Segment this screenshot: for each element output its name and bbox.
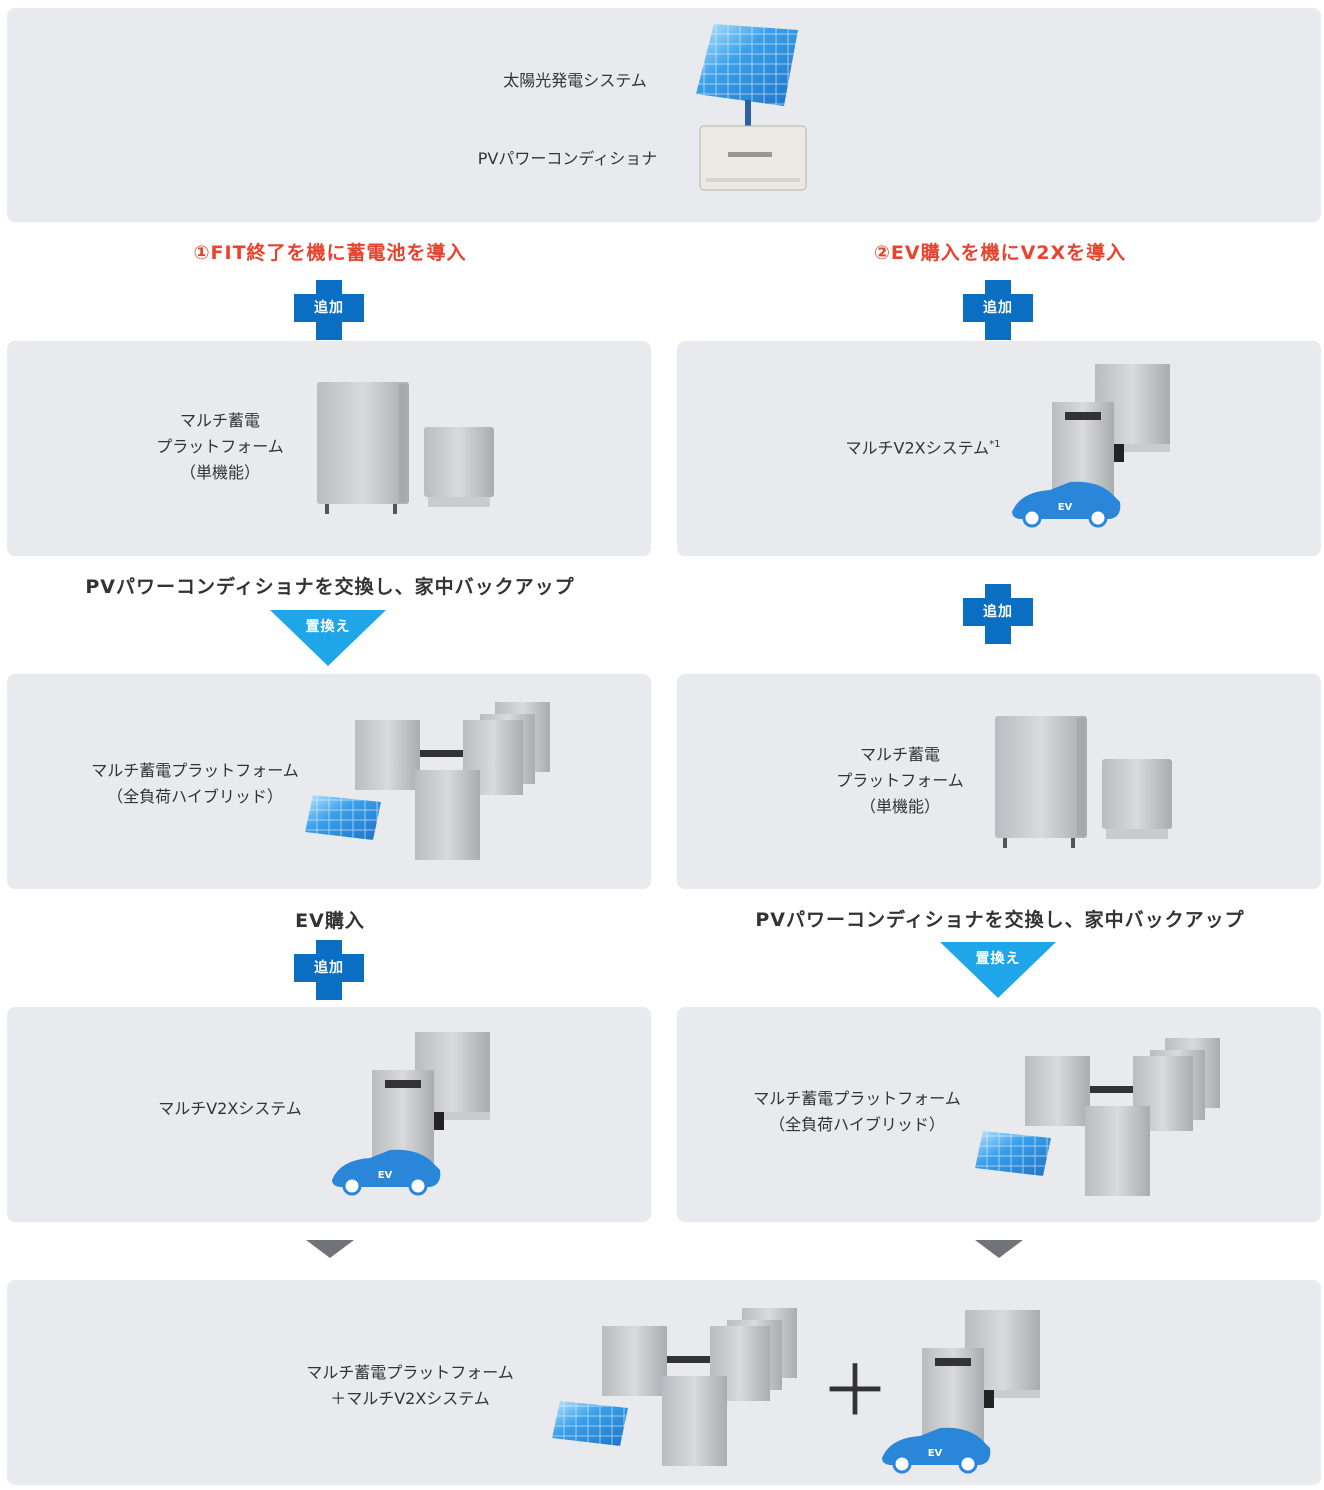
right-box-1 xyxy=(677,341,1321,556)
left-add-plus-2: 追加 xyxy=(294,940,364,1000)
plus-sign: ＋ xyxy=(820,1350,890,1432)
ev-badge: EV xyxy=(928,1448,943,1459)
right-replace-label: 置換え xyxy=(975,951,1021,967)
power-module-icon xyxy=(424,427,494,507)
battery-unit-icon xyxy=(995,716,1087,848)
right-step-text: PVパワーコンディショナを交換し、家中バックアップ xyxy=(755,909,1245,931)
v2x-system-icon: EV xyxy=(882,1310,1040,1474)
ev-badge: EV xyxy=(1058,502,1073,513)
right-box1-label: マルチV2Xシステム*1 xyxy=(845,438,1001,458)
left-add-plus-1: 追加 xyxy=(294,280,364,340)
left-down-arrow xyxy=(306,1240,354,1258)
right-box2-label: マルチ蓄電 プラットフォーム （単機能） xyxy=(836,745,964,816)
bottom-label: マルチ蓄電プラットフォーム ＋マルチV2Xシステム xyxy=(306,1363,514,1408)
left-heading: ①FIT終了を機に蓄電池を導入 xyxy=(193,242,467,264)
solar-panel-icon xyxy=(696,24,798,146)
add-label: 追加 xyxy=(294,294,364,322)
left-replace-label: 置換え xyxy=(305,619,351,635)
pv-conditioner-label: PVパワーコンディショナ xyxy=(477,149,658,168)
right-down-arrow xyxy=(975,1240,1023,1258)
add-label: 追加 xyxy=(963,294,1033,322)
left-replace-arrow xyxy=(270,610,386,666)
add-label: 追加 xyxy=(294,954,364,982)
v2x-system-icon: EV xyxy=(332,1032,490,1196)
ev-badge: EV xyxy=(378,1170,393,1181)
left-step-text: PVパワーコンディショナを交換し、家中バックアップ xyxy=(85,576,575,598)
left-box1-label: マルチ蓄電 プラットフォーム （単機能） xyxy=(156,411,284,482)
right-add-plus-2: 追加 xyxy=(963,584,1033,644)
add-label: 追加 xyxy=(963,598,1033,626)
solar-system-label: 太陽光発電システム xyxy=(503,71,647,90)
battery-unit-icon xyxy=(317,382,409,514)
left-box3-label: マルチV2Xシステム xyxy=(158,1099,302,1118)
right-box3-label: マルチ蓄電プラットフォーム （全負荷ハイブリッド） xyxy=(753,1089,961,1134)
left-ev-text: EV購入 xyxy=(295,910,365,932)
hybrid-system-icon xyxy=(552,1308,797,1466)
right-add-plus-1: 追加 xyxy=(963,280,1033,340)
power-conditioner-icon xyxy=(699,125,807,191)
hybrid-system-icon xyxy=(975,1038,1220,1196)
left-box-3 xyxy=(7,1007,651,1222)
right-replace-arrow xyxy=(940,942,1056,998)
top-panel xyxy=(7,8,1321,222)
power-module-icon xyxy=(1102,759,1172,839)
right-heading: ②EV購入を機にV2Xを導入 xyxy=(873,242,1127,264)
left-box2-label: マルチ蓄電プラットフォーム （全負荷ハイブリッド） xyxy=(91,761,299,806)
v2x-system-icon: EV xyxy=(1012,364,1170,528)
hybrid-system-icon xyxy=(305,702,550,860)
